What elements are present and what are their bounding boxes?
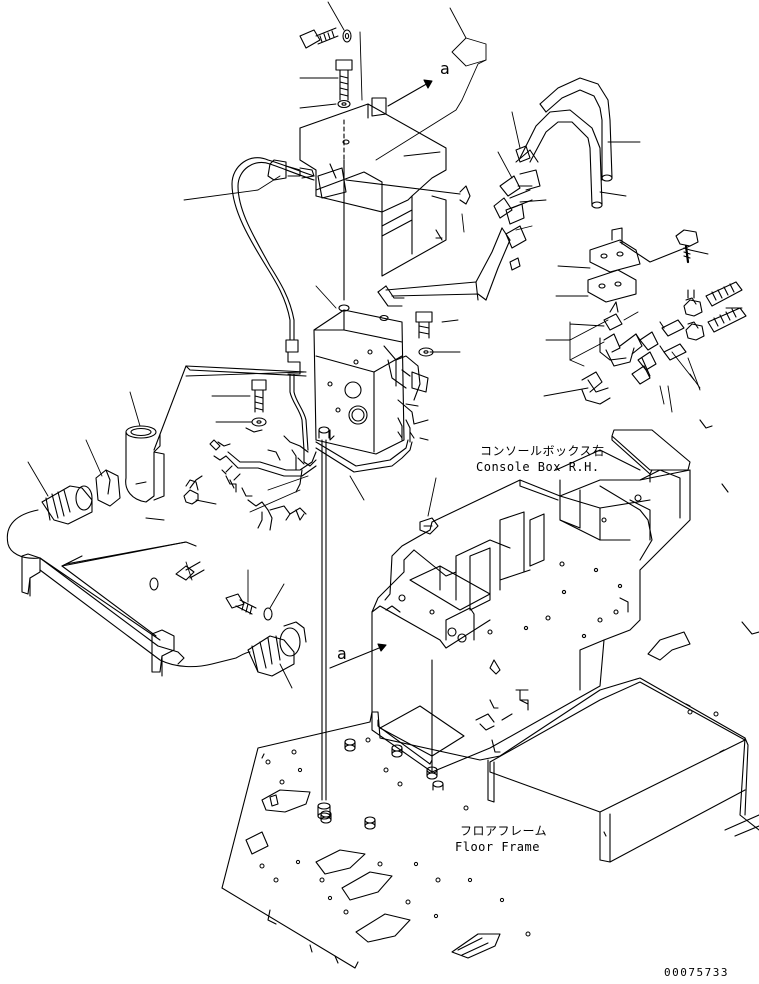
control-box (313, 304, 429, 455)
leader-lines (27, 1, 743, 689)
tie-rod (317, 426, 331, 820)
air-duct-left (6, 425, 307, 677)
floor-frame (221, 677, 759, 969)
view-marker-lower: a (337, 644, 347, 663)
console-box-label-en: Console Box R.H. (476, 460, 600, 474)
side-cover (487, 681, 746, 863)
drawing-number: 00075733 (664, 966, 729, 979)
wire-harness (209, 427, 413, 531)
fasteners (149, 27, 521, 621)
control-cable (231, 157, 471, 451)
console-box (371, 429, 759, 773)
floor-frame-label-en: Floor Frame (455, 840, 540, 854)
view-marker-upper: a (440, 59, 450, 78)
pipe-bracket (587, 227, 699, 303)
duct-bracket (65, 365, 307, 565)
duct-arrow-upper (387, 79, 433, 107)
heater-pipes (493, 77, 613, 249)
duct-hose (377, 227, 511, 307)
floor-frame-label-jp: フロアフレーム (460, 824, 548, 838)
hose-clamps (581, 281, 747, 405)
duct-arrow-lower (329, 643, 387, 669)
misc-details (385, 419, 729, 723)
console-box-label-jp: コンソールボックス右 (480, 444, 605, 458)
heater-unit (299, 97, 447, 301)
